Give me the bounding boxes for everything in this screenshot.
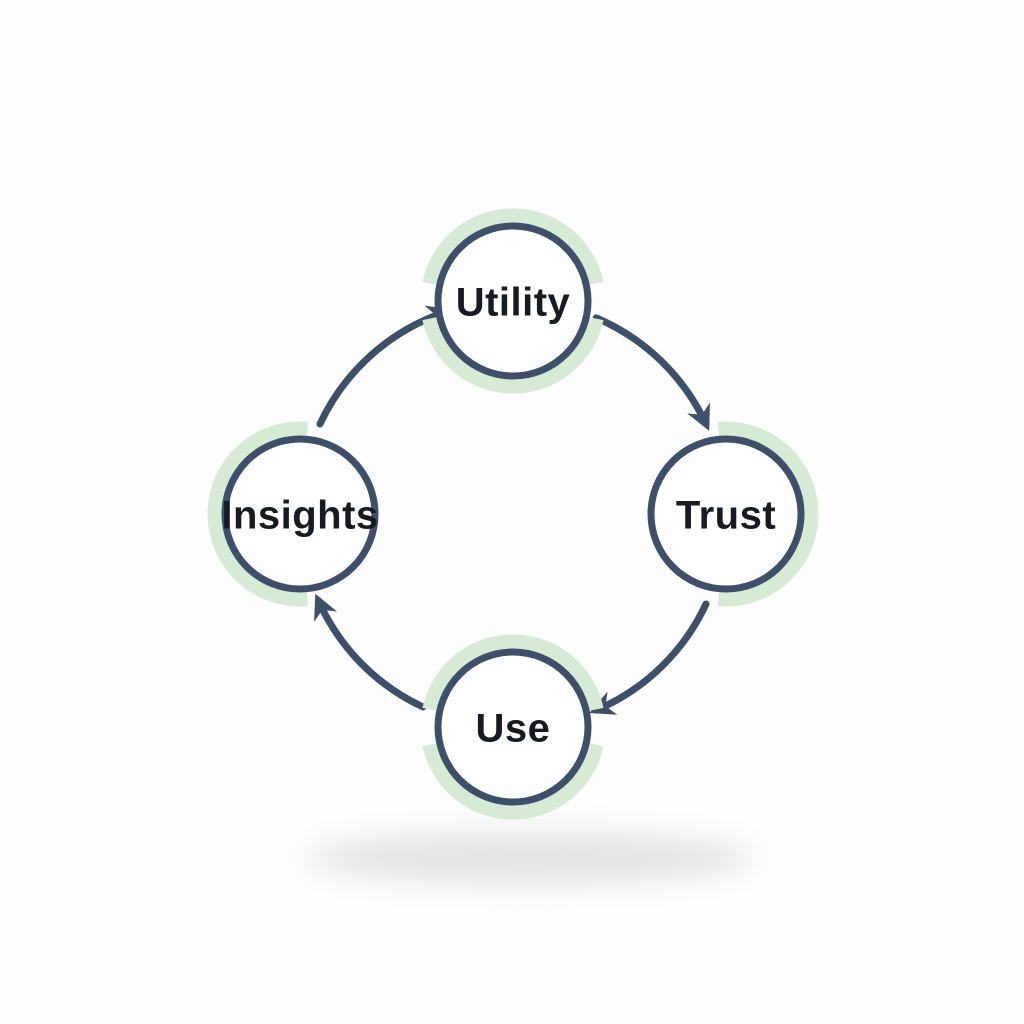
node-insights: Insights (207, 421, 379, 607)
arrow-trust-to-use (589, 600, 710, 715)
node-trust: Trust (647, 421, 819, 607)
node-utility-green-ring (422, 314, 604, 394)
arrow-utility-to-trust (592, 314, 710, 431)
node-trust-circle (647, 435, 805, 593)
node-insights-circle (221, 435, 379, 593)
ground-shadow (305, 830, 755, 886)
node-insights-green-ring (207, 421, 309, 607)
node-use-label: Use (476, 706, 551, 750)
node-use-green-ring (422, 634, 604, 714)
node-utility: Utility (422, 208, 604, 394)
node-insights-label: Insights (221, 493, 378, 537)
node-use-circle (434, 648, 592, 806)
node-utility-circle (434, 222, 592, 380)
arrow-use-to-insights (314, 593, 427, 711)
node-trust-green-ring (717, 421, 819, 607)
node-trust-label: Trust (676, 493, 776, 537)
node-use-green-ring (422, 740, 604, 820)
node-use: Use (422, 634, 604, 820)
node-utility-green-ring (422, 208, 604, 288)
node-utility-label: Utility (456, 280, 571, 324)
